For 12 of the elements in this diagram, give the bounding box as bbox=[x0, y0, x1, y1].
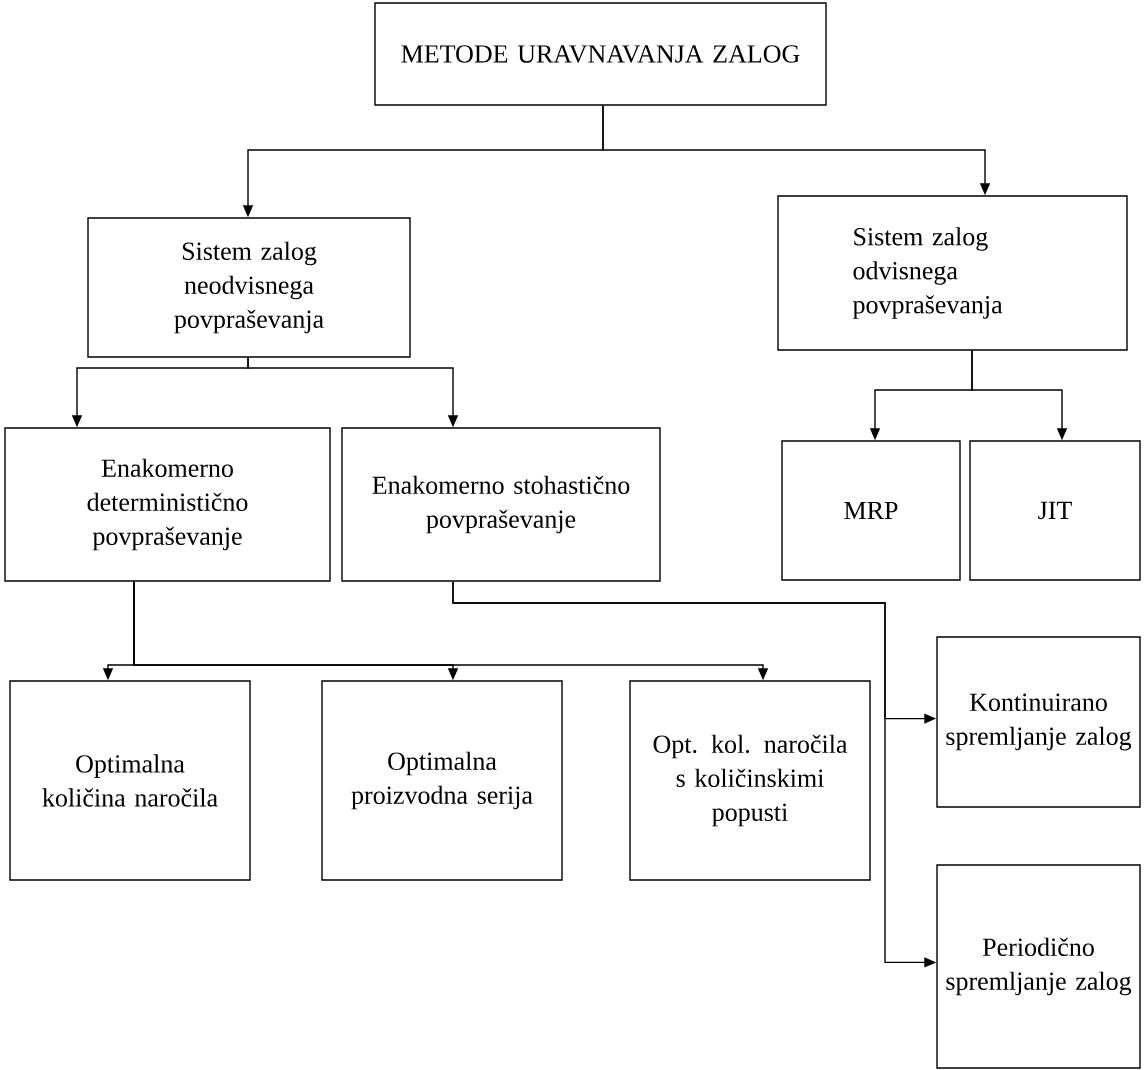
process-box: Sistem zalog neodvisnega povpraševanja bbox=[87, 217, 411, 358]
process-box: JIT bbox=[969, 440, 1141, 581]
process-box: MRP bbox=[781, 440, 961, 581]
process-box: Kontinuirano spremljanje zalog bbox=[936, 636, 1141, 808]
process-box: Enakomerno stohastično povpraševanje bbox=[341, 427, 661, 582]
process-box: Sistem zalog odvisnega povpraševanja bbox=[777, 195, 1128, 351]
process-box: Optimalna proizvodna serija bbox=[321, 680, 563, 881]
process-box: Periodično spremljanje zalog bbox=[936, 864, 1141, 1069]
process-box: Opt. kol. naročila s količinskimi popusti bbox=[629, 680, 871, 881]
process-box: METODE URAVNAVANJA ZALOG bbox=[374, 2, 827, 106]
process-box: Enakomerno deterministično povpraševanje bbox=[4, 427, 331, 582]
process-box: Optimalna količina naročila bbox=[9, 680, 251, 881]
